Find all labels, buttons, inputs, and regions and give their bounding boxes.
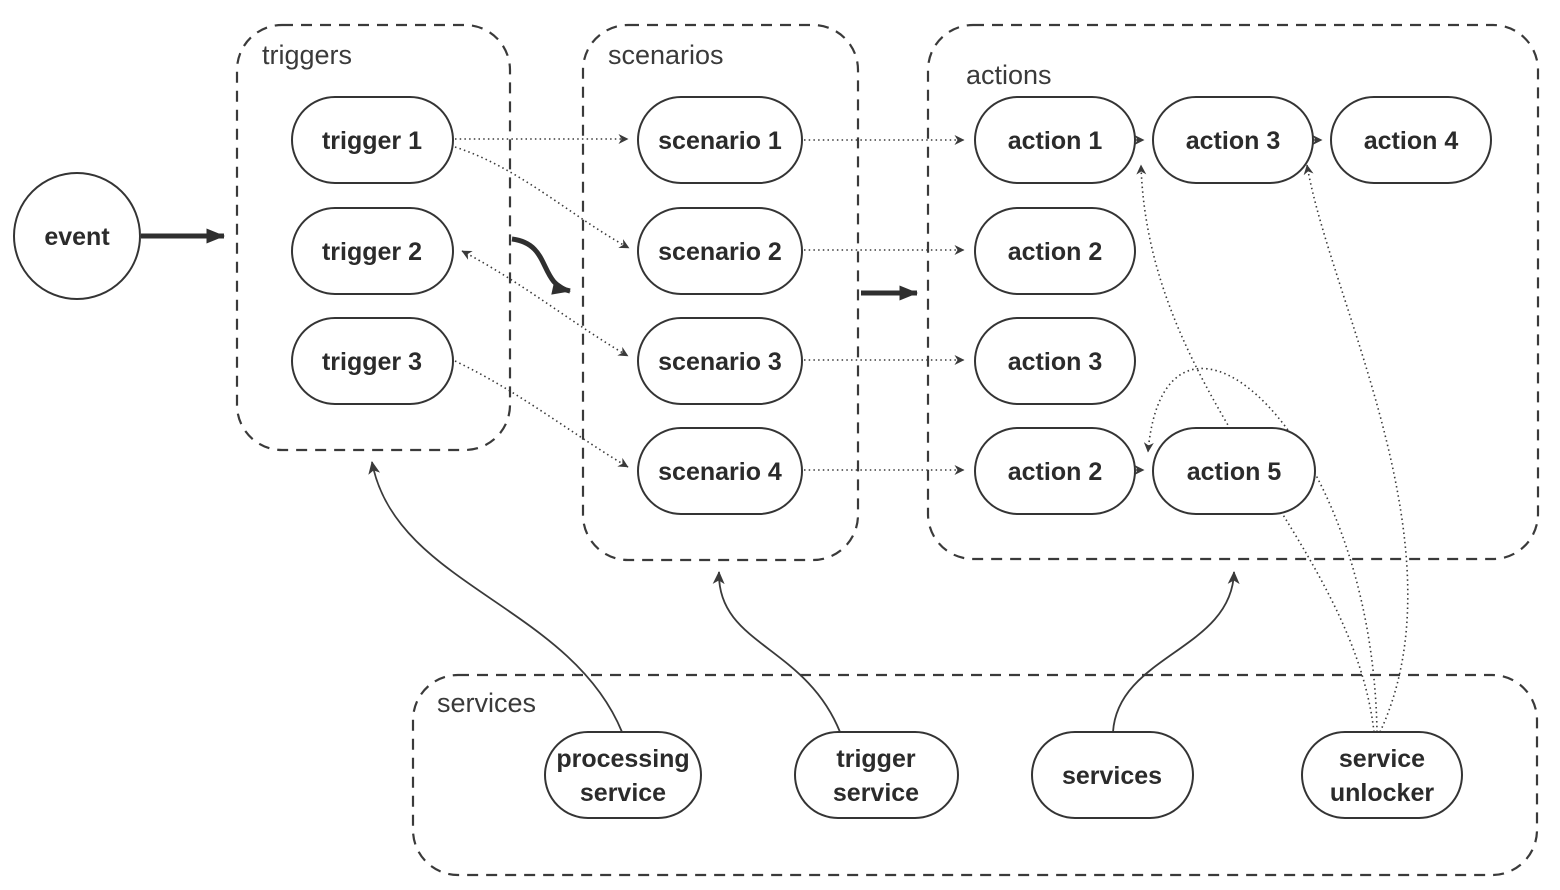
scenarios-group-border bbox=[581, 23, 860, 562]
group-triggers: triggers bbox=[235, 23, 512, 452]
scenario-2-box bbox=[637, 207, 803, 295]
trigger-2-label: trigger 2 bbox=[322, 238, 422, 266]
event-circle bbox=[13, 172, 141, 300]
service-unlocker-label-line1: service bbox=[1339, 745, 1425, 773]
node-scenario-1: scenario 1 bbox=[637, 96, 803, 184]
processing-service-box bbox=[544, 731, 702, 819]
node-services: services bbox=[1031, 731, 1194, 819]
service-unlocker-box bbox=[1301, 731, 1463, 819]
event-label: event bbox=[44, 223, 110, 251]
edge-trigger3-to-scenario4 bbox=[454, 360, 629, 468]
node-action-3-mid: action 3 bbox=[974, 317, 1136, 405]
trigger-service-box bbox=[794, 731, 959, 819]
services-group-label: services bbox=[437, 688, 536, 718]
group-services: services bbox=[411, 673, 1539, 877]
action-3-top-label: action 3 bbox=[1186, 127, 1280, 155]
node-action-4: action 4 bbox=[1330, 96, 1492, 184]
action-4-label: action 4 bbox=[1364, 127, 1459, 155]
node-service-unlocker: service unlocker bbox=[1301, 731, 1463, 819]
action-4-box bbox=[1330, 96, 1492, 184]
trigger-1-label: trigger 1 bbox=[322, 127, 422, 155]
action-3-top-box bbox=[1152, 96, 1314, 184]
processing-service-label-line2: service bbox=[580, 779, 666, 807]
action-3-mid-label: action 3 bbox=[1008, 348, 1102, 376]
node-scenario-4: scenario 4 bbox=[637, 427, 803, 515]
scenarios-group-label: scenarios bbox=[608, 40, 724, 70]
trigger-1-box bbox=[291, 96, 454, 184]
node-trigger-service: trigger service bbox=[794, 731, 959, 819]
node-trigger-1: trigger 1 bbox=[291, 96, 454, 184]
scenario-3-label: scenario 3 bbox=[658, 348, 782, 376]
scenario-3-box bbox=[637, 317, 803, 405]
service-unlocker-label-line2: unlocker bbox=[1330, 779, 1434, 807]
action-2-row2-label: action 2 bbox=[1008, 238, 1102, 266]
edge-trigger1-to-scenario2 bbox=[454, 146, 630, 249]
scenario-1-box bbox=[637, 96, 803, 184]
node-event: event bbox=[13, 172, 141, 300]
node-processing-service: processing service bbox=[544, 731, 702, 819]
node-action-5: action 5 bbox=[1152, 427, 1316, 515]
action-3-mid-box bbox=[974, 317, 1136, 405]
scenario-4-box bbox=[637, 427, 803, 515]
action-2-row4-label: action 2 bbox=[1008, 458, 1102, 486]
scenario-2-label: scenario 2 bbox=[658, 238, 782, 266]
action-2-row4-box bbox=[974, 427, 1136, 515]
node-action-2-row4: action 2 bbox=[974, 427, 1136, 515]
group-scenarios: scenarios bbox=[581, 23, 860, 562]
edge-processing-service-to-triggers bbox=[368, 461, 623, 733]
scenario-4-label: scenario 4 bbox=[658, 458, 782, 486]
triggers-group-label: triggers bbox=[262, 40, 352, 70]
node-trigger-2: trigger 2 bbox=[291, 207, 454, 295]
edge-trigger2-scenario3-bidirectional bbox=[461, 250, 629, 357]
action-1-box bbox=[974, 96, 1136, 184]
services-group-border bbox=[411, 673, 1539, 877]
actions-group-label: actions bbox=[966, 60, 1052, 90]
edge-trigger-service-to-scenarios bbox=[712, 571, 841, 733]
trigger-service-label-line1: trigger bbox=[836, 745, 915, 773]
services-box bbox=[1031, 731, 1194, 819]
action-2-row2-box bbox=[974, 207, 1136, 295]
edge-service-unlocker-to-action3-action4-link bbox=[1303, 164, 1409, 733]
node-scenario-2: scenario 2 bbox=[637, 207, 803, 295]
node-trigger-3: trigger 3 bbox=[291, 317, 454, 405]
node-action-1: action 1 bbox=[974, 96, 1136, 184]
action-1-label: action 1 bbox=[1008, 127, 1103, 155]
edge-services-to-actions bbox=[1112, 571, 1240, 733]
node-action-2-row2: action 2 bbox=[974, 207, 1136, 295]
triggers-group-border bbox=[235, 23, 512, 452]
node-scenario-3: scenario 3 bbox=[637, 317, 803, 405]
trigger-service-label-line2: service bbox=[833, 779, 919, 807]
edge-service-unlocker-to-action2-action5-link bbox=[1143, 367, 1378, 733]
trigger-3-label: trigger 3 bbox=[322, 348, 422, 376]
action-5-label: action 5 bbox=[1187, 458, 1282, 486]
trigger-3-box bbox=[291, 317, 454, 405]
services-label: services bbox=[1062, 762, 1162, 790]
trigger-2-box bbox=[291, 207, 454, 295]
action-5-box bbox=[1152, 427, 1316, 515]
node-action-3-top: action 3 bbox=[1152, 96, 1314, 184]
scenario-1-label: scenario 1 bbox=[658, 127, 782, 155]
group-actions: actions bbox=[926, 23, 1540, 561]
processing-service-label-line1: processing bbox=[556, 745, 689, 773]
edge-triggers-to-scenarios bbox=[511, 236, 571, 295]
